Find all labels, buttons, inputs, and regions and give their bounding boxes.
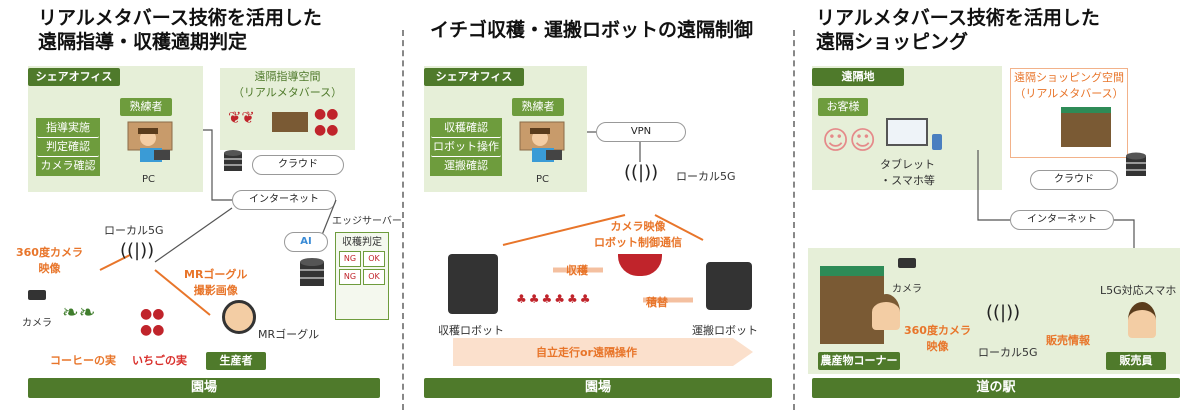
task-item: 運搬確認 <box>431 157 501 175</box>
task-item: ロボット操作 <box>431 138 501 157</box>
mr-image-label: MRゴーグル 撮影画像 <box>184 268 248 297</box>
harvest-robot-label: 収穫ロボット <box>438 324 504 337</box>
task-list-2: 収穫確認 ロボット操作 運搬確認 <box>430 118 502 176</box>
harvest-robot-icon <box>448 254 498 314</box>
panel3-title-line2: 遠隔ショッピング <box>816 31 969 53</box>
panel1-title-line2: 遠隔指導・収穫適期判定 <box>38 31 248 53</box>
cloud-node-3: クラウド <box>1030 170 1118 190</box>
expert-pc-icon-2 <box>519 121 565 162</box>
clerk-label: 販売員 <box>1106 352 1166 370</box>
ok-tile: OK <box>363 251 385 267</box>
cam360-label-3: 360度カメラ 映像 <box>904 324 971 353</box>
network-lines-2 <box>453 131 753 366</box>
comm-label: カメラ映像 ロボット制御通信 <box>594 220 682 249</box>
panel-divider-1 <box>402 30 404 410</box>
remote-guidance-space: 遠隔指導空間 （リアルメタバース） ❦❦ ●●●● <box>220 68 355 150</box>
farmer-icon <box>872 294 900 330</box>
ng-tile: NG <box>339 269 361 285</box>
harvest-label: 収穫 <box>566 264 588 277</box>
market-stall-icon <box>1061 107 1111 147</box>
ng-tile: NG <box>339 251 361 267</box>
strawberry-cluster-icon: ❦❦ <box>228 108 255 127</box>
camera-label: カメラ <box>22 318 52 329</box>
customer-label: お客様 <box>818 98 868 116</box>
expert-pc-icon <box>127 121 173 162</box>
expert-label: 熟練者 <box>120 98 172 116</box>
producer-label: 生産者 <box>206 352 266 370</box>
ok-tile-label: OK <box>368 272 380 281</box>
harvest-judgement-label: 収穫判定 <box>342 237 382 248</box>
pc-label: PC <box>142 174 156 185</box>
camera-icon <box>28 290 46 300</box>
camera-label-3: カメラ <box>892 284 922 295</box>
produce-corner-label: 農産物コーナー <box>818 352 900 370</box>
ok-tile: OK <box>363 269 385 285</box>
remote-space-label: 遠隔指導空間 （リアルメタバース） <box>232 70 343 99</box>
panel2-title: イチゴ収穫・運搬ロボットの遠隔制御 <box>430 19 754 41</box>
local5g-label: ローカル5G <box>104 224 164 237</box>
cam360-label: 360度カメラ 映像 <box>16 246 83 275</box>
ng-tile-label: NG <box>343 272 357 281</box>
farm-bar: 園場 <box>28 378 380 398</box>
antenna-icon: ((|)) <box>120 240 155 261</box>
sales-info-label: 販売情報 <box>1046 334 1090 347</box>
cloud-node: クラウド <box>252 155 344 175</box>
db-icon <box>224 150 242 171</box>
shopping-space: 遠隔ショッピング空間 （リアルメタバース） <box>1010 68 1128 158</box>
edge-db-icon <box>300 258 324 286</box>
clerk-icon <box>1128 302 1156 338</box>
antenna-icon-3: ((|)) <box>986 302 1021 323</box>
mr-goggle-label: MRゴーグル <box>258 328 320 341</box>
db-icon-3 <box>1126 152 1146 176</box>
phone-icon <box>932 134 942 150</box>
crate-icon <box>272 112 308 132</box>
task-item: 指導実施 <box>37 119 99 138</box>
task-item: 判定確認 <box>37 138 99 157</box>
harvest-judgement-box: 収穫判定 NG OK NG OK <box>335 232 389 320</box>
strawberry-label: いちごの実 <box>132 354 187 367</box>
ai-node: AI <box>284 232 328 252</box>
share-office-label-2: シェアオフィス <box>424 68 524 86</box>
pc-label-2: PC <box>536 174 550 185</box>
task-item: カメラ確認 <box>37 157 99 175</box>
station-bar: 道の駅 <box>812 378 1180 398</box>
l5g-phone-label: L5G対応スマホ <box>1100 284 1177 297</box>
berries-icon: ●●●● <box>314 106 339 138</box>
task-list: 指導実施 判定確認 カメラ確認 <box>36 118 100 176</box>
tablet-icon <box>886 118 928 146</box>
farmer-goggle-icon <box>222 300 256 334</box>
coffee-label: コーヒーの実 <box>50 354 116 367</box>
auto-operation-label: 自立走行or遠隔操作 <box>536 346 637 359</box>
farm-bar-2: 園場 <box>424 378 772 398</box>
plant-row-icon: ♣♣♣♣♣♣ <box>516 292 593 306</box>
antenna-icon-2: ((|)) <box>624 162 659 183</box>
strawberry-plant-icon: ●●●● <box>140 306 165 338</box>
strawberry-bowl-icon <box>618 254 662 276</box>
share-office-label: シェアオフィス <box>28 68 120 86</box>
camera-icon-3 <box>898 258 916 268</box>
expert-label-2: 熟練者 <box>512 98 564 116</box>
ng-tile-label: NG <box>343 254 357 263</box>
panel-divider-2 <box>793 30 795 410</box>
customer-icon: ☺☺ <box>822 126 877 156</box>
carry-robot-icon <box>706 262 752 310</box>
shopping-space-label: 遠隔ショッピング空間 （リアルメタバース） <box>1014 71 1124 100</box>
tablet-label: タブレット ・スマホ等 <box>880 158 935 187</box>
task-item: 収穫確認 <box>431 119 501 138</box>
vpn-node: VPN <box>596 122 686 142</box>
panel3-title-line1: リアルメタバース技術を活用した <box>816 7 1100 29</box>
load-label: 積替 <box>646 296 668 309</box>
local5g-label-2: ローカル5G <box>676 170 736 183</box>
remote-site-label: 遠隔地 <box>812 68 904 86</box>
panel1-title-line1: リアルメタバース技術を活用した <box>38 7 322 29</box>
local5g-label-3: ローカル5G <box>978 346 1038 359</box>
judge-tiles: NG OK NG OK <box>336 248 388 288</box>
internet-node-3: インターネット <box>1010 210 1114 230</box>
ok-tile-label: OK <box>368 254 380 263</box>
coffee-plant-icon: ❧❧ <box>62 300 96 324</box>
carry-robot-label: 運搬ロボット <box>692 324 758 337</box>
edge-server-label: エッジサーバー <box>332 216 402 227</box>
